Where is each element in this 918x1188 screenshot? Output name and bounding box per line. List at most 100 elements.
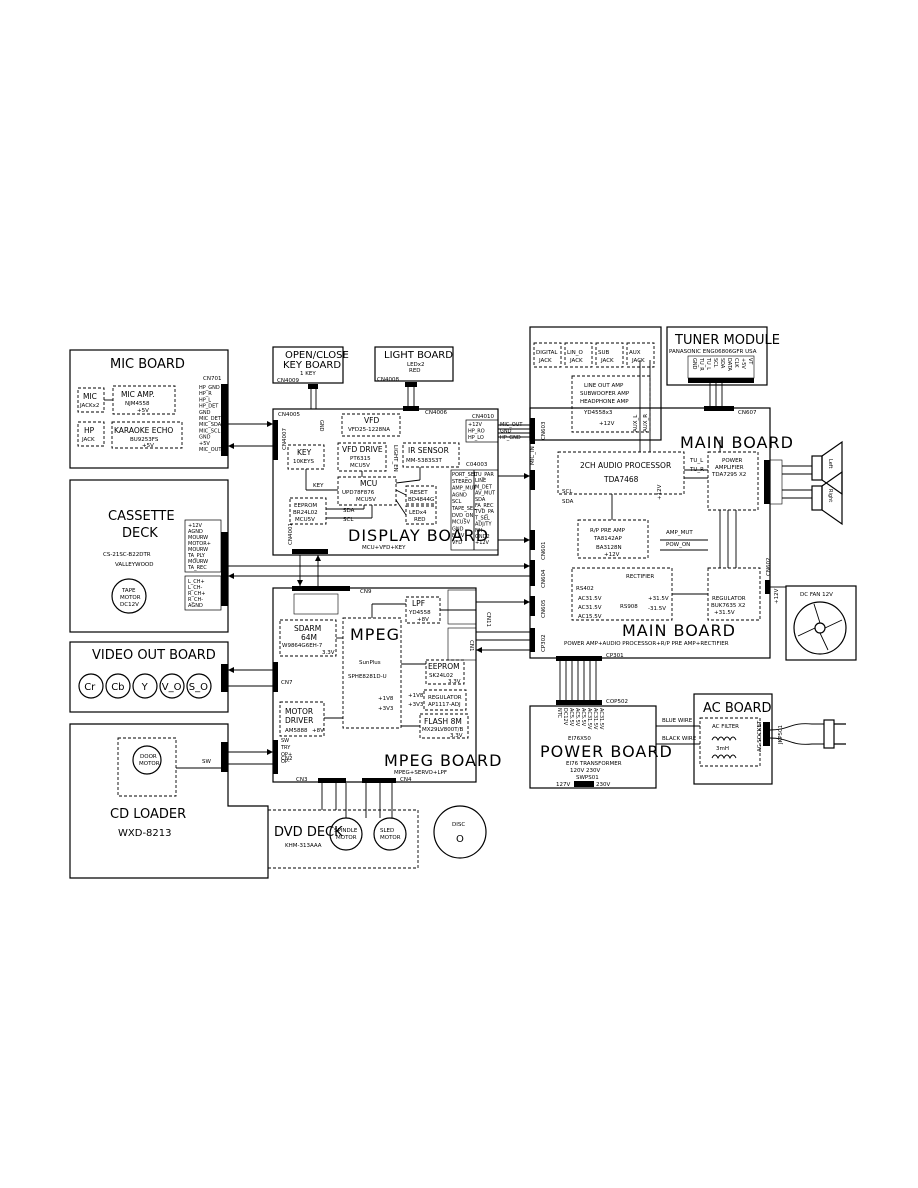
light-board-title: LIGHT BOARD bbox=[384, 350, 453, 361]
cn4007-connector bbox=[273, 420, 278, 460]
video-jack-circle bbox=[132, 673, 158, 699]
c04003-pin-label: VFD bbox=[452, 540, 462, 546]
vfd-label: VFD bbox=[364, 416, 379, 425]
c04003-pin-label: GND2 bbox=[475, 534, 490, 540]
cn4010-label: CN4010 bbox=[472, 414, 494, 420]
c04003-pin-label: T_SEL bbox=[474, 515, 490, 521]
motor-driver-label-2: DRIVER bbox=[285, 716, 313, 725]
sdram-label: SDARM bbox=[294, 624, 321, 633]
dvd-deck: DVD DECK KHM-313AAA SPINDLE MOTOR SLED M… bbox=[267, 805, 487, 869]
cassette-pin-label: TA_PLY bbox=[187, 553, 206, 559]
mcu-ic: UPD78F876 bbox=[342, 490, 375, 496]
tape-motor bbox=[111, 578, 147, 614]
mic-pin-label: MIC_SDA bbox=[199, 422, 222, 428]
cassette-pin-label: L_CH+ bbox=[188, 579, 205, 585]
mic-jack-label: MIC bbox=[83, 392, 97, 401]
top-jack-label: SUB bbox=[598, 350, 610, 356]
cn3-label: CN3 bbox=[296, 777, 308, 783]
speaker-left-label: Left bbox=[827, 459, 833, 468]
speaker-right-label: Right bbox=[827, 489, 833, 502]
c04003-pin-label: STEREO bbox=[452, 479, 472, 485]
rp-pre-amp-rail: +12V bbox=[604, 552, 620, 558]
c04003-pin-label: AGND bbox=[452, 492, 467, 498]
top-jack-label: DIGITAL bbox=[536, 350, 558, 356]
main-board-title: MAIN BOARD bbox=[680, 433, 794, 452]
cn4-label: CN4 bbox=[400, 777, 412, 783]
light-board-color: RED bbox=[409, 368, 421, 374]
cn1-label: CN1 bbox=[468, 640, 474, 651]
tape-motor-rail: DC12V bbox=[120, 602, 139, 608]
reset-ic: BD4844G bbox=[408, 497, 434, 503]
aux-l-label: AUX_L bbox=[633, 414, 639, 432]
motor-driver-ic: AM5888 bbox=[285, 728, 308, 734]
scl-label: SCL bbox=[343, 517, 354, 523]
mpeg-regulator-label: REGULATOR bbox=[428, 695, 462, 701]
plus12v-label: +12V bbox=[657, 484, 663, 500]
cn4010-pin-label: HP_GND bbox=[500, 435, 521, 441]
cassette-pin-label: MOTOR+ bbox=[188, 541, 211, 547]
lpf-label: LPF bbox=[412, 599, 425, 608]
power-pin-label: AC5.5V bbox=[574, 708, 580, 727]
cn4008-label: CN4008 bbox=[377, 377, 399, 383]
mcu-rail: MCU5V bbox=[356, 497, 376, 503]
c04003-pin-label: TU_PAR bbox=[474, 472, 494, 478]
power-board-ic: EI76X50 bbox=[568, 736, 591, 742]
cn605-label: CN605 bbox=[541, 599, 547, 618]
video-jack-label: Y bbox=[141, 682, 149, 693]
cn9-label: CN9 bbox=[360, 589, 372, 595]
main-board: CN607 CN603 CN601 CN604 CN605 CP302 CN60… bbox=[529, 360, 794, 661]
tape-motor-label-1: TAPE bbox=[121, 588, 136, 594]
karaoke-echo-ic: BU9253FS bbox=[130, 437, 159, 443]
c04003-pin-label: ADJ/TY bbox=[475, 522, 492, 528]
power-pin-label: AC31.5V bbox=[592, 708, 598, 730]
reg-rail-1v8: +1V8 bbox=[408, 693, 424, 699]
cd-loader-connector bbox=[221, 742, 228, 772]
sda-main-label: SDA bbox=[562, 499, 574, 505]
cn11-label: CN11 bbox=[485, 612, 491, 627]
video-jack-circle bbox=[186, 673, 212, 699]
video-jack-circle bbox=[159, 673, 185, 699]
display-board-title: DISPLAY BOARD bbox=[348, 526, 489, 545]
sled-label-2: MOTOR bbox=[380, 835, 401, 841]
top-jack-sub: JACK bbox=[538, 358, 552, 364]
rs402-label: RS402 bbox=[576, 586, 594, 592]
main-regulator-plus: +31.5V bbox=[714, 610, 735, 616]
reset-label: RESET bbox=[410, 490, 428, 496]
mic-board-title: MIC BOARD bbox=[110, 357, 185, 372]
display-board-sub: MCU+VFD+KEY bbox=[362, 545, 406, 551]
motor-driver-label-1: MOTOR bbox=[285, 707, 313, 716]
audio-processor-label: 2CH AUDIO PROCESSOR bbox=[580, 461, 671, 470]
door-motor-label-1: DOOR bbox=[140, 754, 157, 760]
key-board-title-2: KEY BOARD bbox=[283, 360, 341, 371]
tuner-model: PANASONIC ENG06806GFR USA bbox=[669, 349, 757, 355]
display-main-wires bbox=[228, 423, 530, 541]
ac-socket-id: JKP501 bbox=[778, 725, 784, 745]
tuner-module: TUNER MODULE PANASONIC ENG06806GFR USA G… bbox=[666, 326, 780, 386]
speakers: Left Right bbox=[764, 440, 843, 526]
mic-amp-rail: +5V bbox=[137, 408, 149, 414]
main-regulator-ic: BUK7635 X2 bbox=[711, 603, 745, 609]
c04003-pin-label: NH bbox=[475, 528, 483, 534]
tuner-pin-label: DATA bbox=[726, 358, 732, 371]
cassette-pin-label: MOURW bbox=[188, 547, 208, 553]
rp-pre-amp-ic-1: TA8142AP bbox=[593, 536, 622, 542]
cn603-label: CN603 bbox=[541, 421, 547, 440]
transformer-switch: SWPS01 bbox=[576, 775, 599, 781]
top-jack-box bbox=[533, 342, 562, 368]
video-out-connector bbox=[221, 664, 228, 692]
tuner-pin-label: SCL bbox=[712, 358, 718, 368]
mpeg-board-title: MPEG BOARD bbox=[384, 751, 502, 770]
cn4010-pin-label: GND bbox=[500, 429, 512, 435]
hp-jack-label: HP bbox=[84, 426, 95, 435]
amp-mut-label: AMP_MUT bbox=[666, 530, 693, 536]
mpeg-regulator-ic: AP1117-ADJ bbox=[428, 702, 461, 708]
mic-pin-label: +5V bbox=[199, 441, 210, 447]
tuner-pin-label: TU_L bbox=[705, 357, 711, 370]
cassette-pin-label: L_CH- bbox=[188, 585, 203, 591]
mic-pin-label: GND bbox=[199, 435, 211, 441]
top-jack-box bbox=[595, 342, 624, 368]
video-out-title: VIDEO OUT BOARD bbox=[92, 648, 216, 663]
dc-plus-label: +31.5V bbox=[648, 596, 669, 602]
tuner-pin-label: SDA bbox=[719, 358, 725, 369]
